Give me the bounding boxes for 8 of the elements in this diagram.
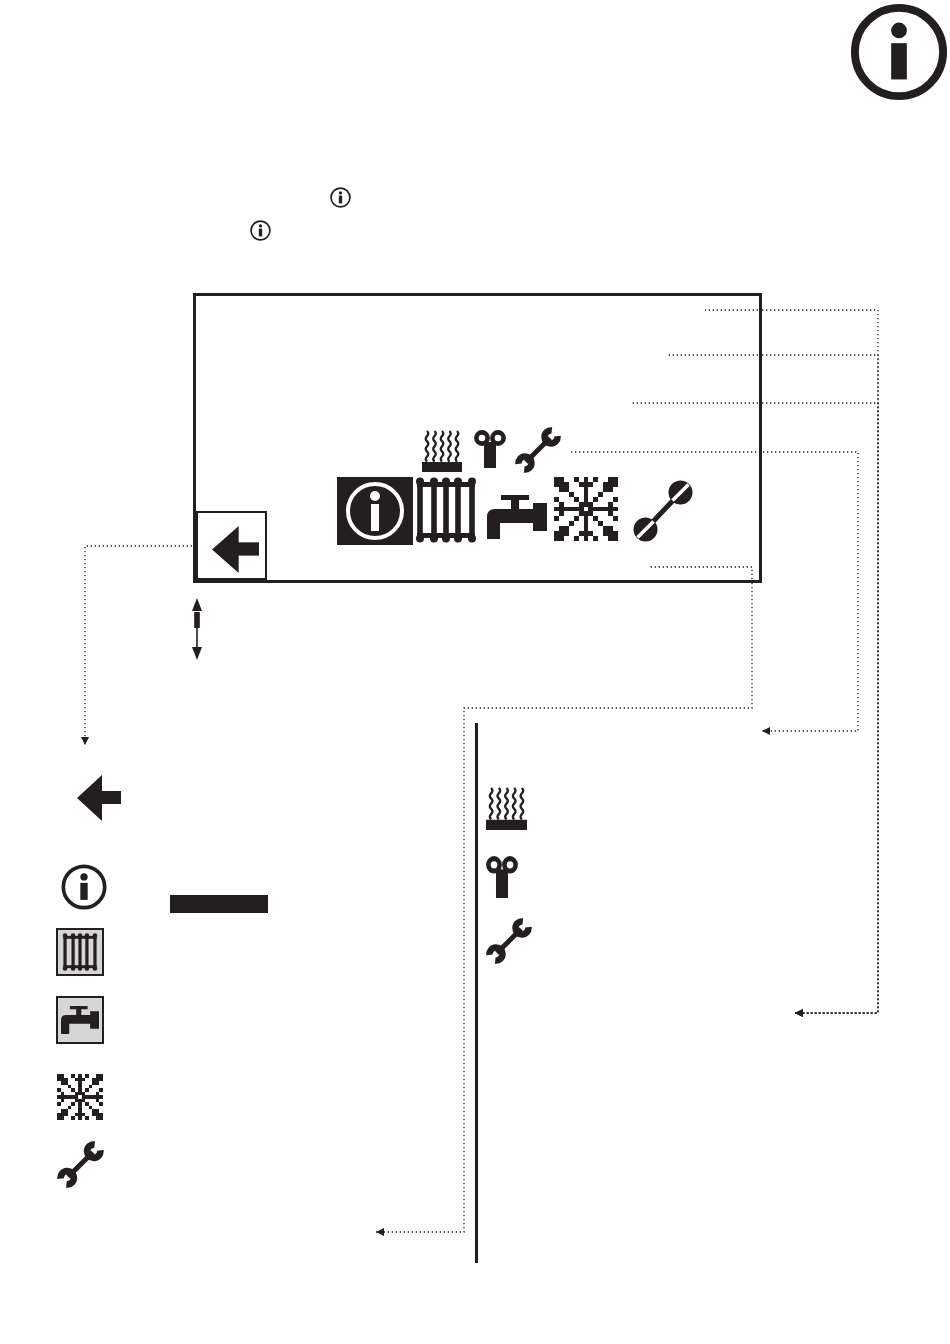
display-screen bbox=[193, 293, 762, 583]
wrench-icon bbox=[515, 427, 561, 473]
leader-line bbox=[375, 566, 753, 1236]
filled-bar bbox=[170, 895, 268, 913]
leader-line bbox=[704, 309, 879, 1017]
back-button bbox=[196, 511, 267, 580]
leader-line bbox=[631, 402, 879, 1017]
leader-line bbox=[570, 451, 859, 735]
